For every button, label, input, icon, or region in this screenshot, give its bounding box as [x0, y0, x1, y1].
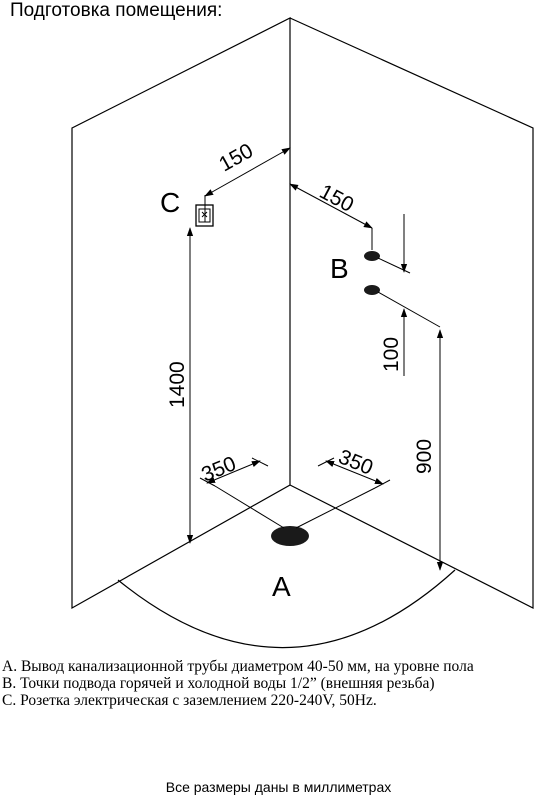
- b-height-value: 900: [413, 439, 436, 474]
- b-spacing-value: 100: [380, 337, 403, 372]
- c-height-value: 1400: [166, 361, 189, 408]
- drain-guide-left: [214, 485, 285, 529]
- a-left-dim-line: [206, 460, 261, 484]
- a-right-value: 350: [335, 445, 376, 479]
- right-wall: [289, 17, 534, 609]
- drain-guide-right: [295, 487, 376, 529]
- a-right-ext-drain: [317, 457, 335, 467]
- c-offset-value: 150: [215, 139, 257, 176]
- b-spacing-ext-top: [377, 257, 411, 274]
- hot-water-inlet-icon: [364, 251, 380, 261]
- legend-item-c: C. Розетка электрическая с заземлением 2…: [2, 692, 377, 709]
- walls: [71, 17, 534, 610]
- water-inlets: [364, 251, 380, 295]
- b-spacing-ext-bottom: [377, 291, 441, 328]
- legend: A. Вывод канализационной трубы диаметром…: [2, 658, 474, 709]
- cold-water-inlet-icon: [364, 285, 380, 295]
- legend-item-b: B. Точки подвода горячей и холодной воды…: [2, 675, 435, 692]
- legend-item-a: A. Вывод канализационной трубы диаметром…: [2, 658, 474, 675]
- point-b-label: B: [330, 253, 349, 284]
- c-offset-dim-line: [204, 147, 291, 197]
- b-offset-value: 150: [316, 180, 358, 217]
- drain-icon: [271, 526, 309, 546]
- page-title: Подготовка помещения:: [10, 0, 223, 21]
- a-right-dim-line: [325, 460, 384, 485]
- floor-arc: [117, 569, 456, 649]
- b-offset-dim-line: [289, 183, 373, 229]
- point-a-label: A: [272, 571, 291, 602]
- units-note: Все размеры даны в миллиметрах: [165, 779, 392, 795]
- left-wall: [71, 17, 291, 610]
- a-left-value: 350: [198, 452, 239, 486]
- a-left-ext-drain: [251, 457, 269, 467]
- point-c-label: C: [160, 187, 180, 218]
